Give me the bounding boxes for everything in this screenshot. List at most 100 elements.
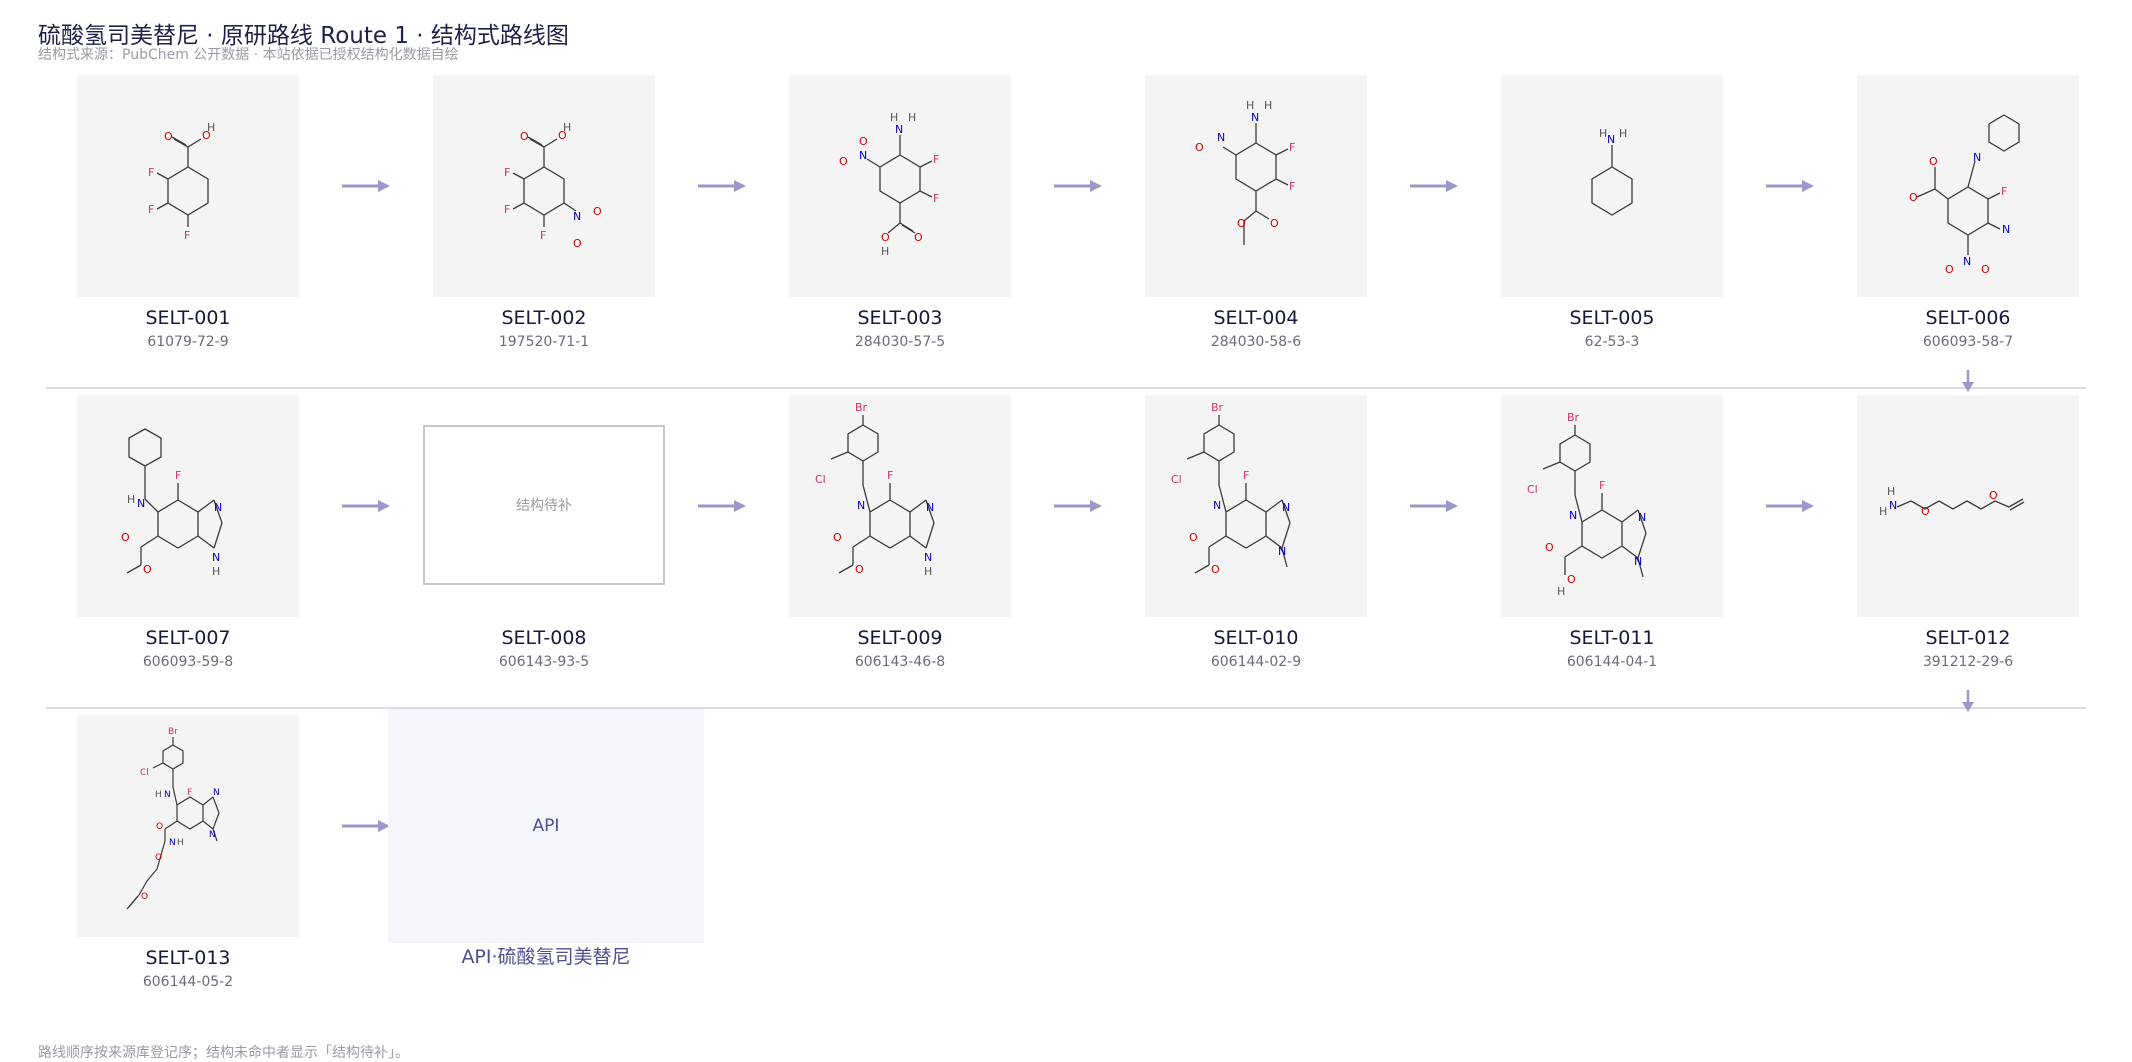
svg-text:O: O [155,853,162,863]
svg-text:O: O [143,563,152,576]
compound-code: SELT-005 [1569,307,1655,329]
svg-text:H: H [881,245,889,258]
svg-text:N: N [924,551,932,564]
svg-text:F: F [933,153,939,166]
arrow-right-icon [698,178,746,194]
svg-text:H: H [563,121,571,134]
compound-code: SELT-003 [857,307,943,329]
svg-text:O: O [202,129,211,142]
arrow-right-icon [342,818,390,834]
svg-text:F: F [187,788,192,798]
svg-text:N: N [573,210,581,223]
compound-code: SELT-006 [1925,307,2011,329]
compound-code: SELT-007 [145,627,231,649]
svg-text:O: O [1921,505,1930,518]
svg-text:N: N [1634,555,1642,568]
api-product-box[interactable]: API [388,709,704,943]
svg-text:N: N [1607,133,1615,146]
arrow-right-icon [1054,178,1102,194]
compound-code: SELT-011 [1569,627,1655,649]
svg-text:F: F [504,166,510,179]
svg-text:H: H [908,111,916,124]
compound-cas: 606143-46-8 [854,654,946,670]
svg-text:O: O [141,892,148,902]
svg-text:O: O [1909,191,1918,204]
arrow-down-icon [1960,690,1976,712]
svg-text:N: N [214,501,222,514]
arrow-right-icon [1766,178,1814,194]
svg-text:N: N [212,551,220,564]
svg-text:Cl: Cl [1171,473,1182,486]
svg-text:O: O [859,135,868,148]
svg-text:F: F [184,229,190,242]
svg-text:O: O [558,129,567,142]
svg-text:O: O [855,563,864,576]
svg-text:O: O [1195,141,1204,154]
svg-text:H: H [155,790,162,800]
svg-text:O: O [1567,573,1576,586]
arrow-right-icon [342,498,390,514]
arrow-right-icon [698,498,746,514]
svg-text:F: F [1289,141,1295,154]
svg-text:F: F [2001,185,2007,198]
svg-text:F: F [175,469,181,482]
arrow-right-icon [342,178,390,194]
compound-code: SELT-013 [145,947,231,969]
svg-text:N: N [164,790,171,800]
compound-cas: 391212-29-6 [1922,654,2014,670]
svg-text:N: N [895,123,903,136]
compound-cas: 606143-93-5 [498,654,590,670]
svg-text:Cl: Cl [140,768,149,778]
svg-text:O: O [914,231,923,244]
svg-text:N: N [857,499,865,512]
svg-text:H: H [1264,99,1272,112]
svg-text:O: O [593,205,602,218]
svg-text:H: H [1619,127,1627,140]
svg-text:N: N [209,830,216,840]
svg-text:H: H [1879,505,1887,518]
svg-text:H: H [924,565,932,578]
svg-text:F: F [933,192,939,205]
svg-text:Cl: Cl [815,473,826,486]
svg-text:O: O [1945,263,1954,276]
footnote: 路线顺序按来源库登记序；结构未命中者显示「结构待补」。 [38,1045,409,1061]
svg-text:Cl: Cl [1527,483,1538,496]
structure-image: FN HN NH OO [121,428,223,578]
compound-code: SELT-002 [501,307,587,329]
compound-cas: 284030-57-5 [854,334,946,350]
svg-text:O: O [1929,155,1938,168]
compound-cas: 197520-71-1 [498,334,590,350]
svg-text:N: N [859,149,867,162]
svg-text:N: N [1213,499,1221,512]
svg-text:O: O [156,822,163,832]
page-subtitle: 结构式来源：PubChem 公开数据 · 本站依据已授权结构化数据自绘 [38,47,459,63]
svg-text:H: H [127,493,135,506]
svg-text:O: O [1545,541,1554,554]
svg-text:N: N [926,501,934,514]
svg-text:Br: Br [1567,411,1580,424]
svg-text:O: O [121,531,130,544]
svg-text:Br: Br [1211,401,1224,414]
svg-text:Br: Br [168,727,178,737]
svg-text:O: O [520,130,529,143]
svg-text:N: N [1251,111,1259,124]
compound-code: SELT-012 [1925,627,2011,649]
api-box-text: API [532,816,560,836]
